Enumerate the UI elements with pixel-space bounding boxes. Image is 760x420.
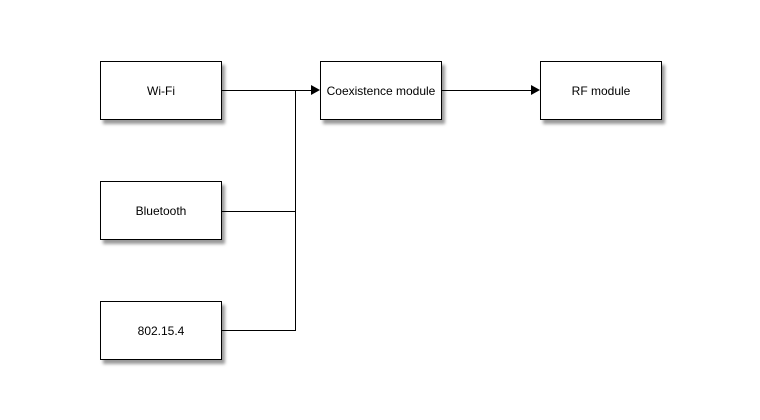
block-wifi-label: Wi-Fi	[147, 83, 175, 98]
block-coexistence-module-label: Coexistence module	[326, 83, 436, 98]
block-802-15-4-label: 802.15.4	[137, 323, 185, 338]
block-bluetooth[interactable]: Bluetooth	[100, 181, 222, 240]
block-coexistence-module[interactable]: Coexistence module	[320, 61, 442, 120]
block-wifi[interactable]: Wi-Fi	[100, 61, 222, 120]
block-bluetooth-label: Bluetooth	[135, 203, 187, 218]
block-rf-module-label: RF module	[571, 83, 631, 98]
wire-coexistence-to-rf	[441, 90, 532, 91]
arrowhead-into-coexistence-icon	[311, 85, 320, 95]
wire-zigbee-to-junction	[222, 330, 296, 331]
block-rf-module[interactable]: RF module	[540, 61, 662, 120]
wire-bluetooth-to-junction	[222, 211, 296, 212]
wire-junction-vertical	[295, 90, 296, 331]
arrowhead-into-rf-icon	[531, 85, 540, 95]
block-802-15-4[interactable]: 802.15.4	[100, 301, 222, 360]
wire-wifi-to-coexistence	[222, 90, 313, 91]
